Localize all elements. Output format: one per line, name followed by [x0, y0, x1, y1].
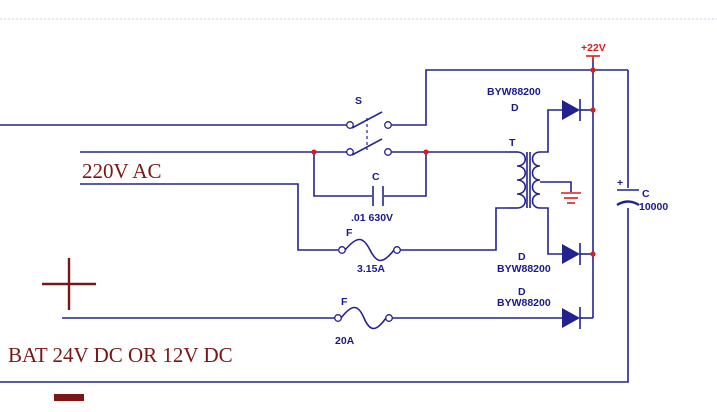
supply-label: +22V	[581, 42, 606, 54]
diode-3-label: D	[518, 286, 526, 298]
battery-label: BAT 24V DC OR 12V DC	[8, 343, 233, 367]
fuse-main-rating: 3.15A	[357, 263, 385, 275]
battery-minus-icon	[54, 394, 84, 401]
switch-label: S	[355, 95, 362, 107]
diode-3: D BYW88200	[497, 286, 581, 329]
diode-1: BYW88200 D	[487, 86, 581, 121]
diode-2-label: D	[518, 251, 526, 263]
diode-1-label: D	[511, 102, 519, 114]
diode-1-part: BYW88200	[487, 86, 541, 98]
supply-terminal: +22V	[581, 42, 606, 62]
switch-s: S	[346, 95, 392, 156]
transformer-t: T	[508, 137, 541, 209]
diode-3-part: BYW88200	[497, 297, 551, 309]
battery-plus-icon	[42, 258, 96, 310]
capacitor-big-value: 10000	[639, 201, 668, 213]
fuse-main-label: F	[346, 227, 353, 239]
fuse-battery-rating: 20A	[335, 335, 355, 347]
capacitor-small-label: C	[372, 171, 380, 183]
fuse-main: F 3.15A	[338, 227, 401, 275]
diode-2-part: BYW88200	[497, 263, 551, 275]
diode-2: D BYW88200	[497, 243, 581, 275]
junction-dots	[311, 67, 596, 257]
fuse-battery-label: F	[341, 296, 348, 308]
capacitor-big-label: C	[642, 188, 650, 200]
capacitor-small: C .01 630V	[351, 171, 393, 224]
transformer-label: T	[509, 137, 516, 149]
capacitor-big-plus: +	[617, 177, 623, 189]
ac-label: 220V AC	[82, 159, 162, 183]
capacitor-small-value: .01 630V	[351, 212, 393, 224]
wires	[0, 58, 629, 383]
fuse-battery: F 20A	[334, 296, 393, 347]
ground-icon	[561, 192, 581, 204]
capacitor-big: + C 10000	[616, 177, 668, 213]
